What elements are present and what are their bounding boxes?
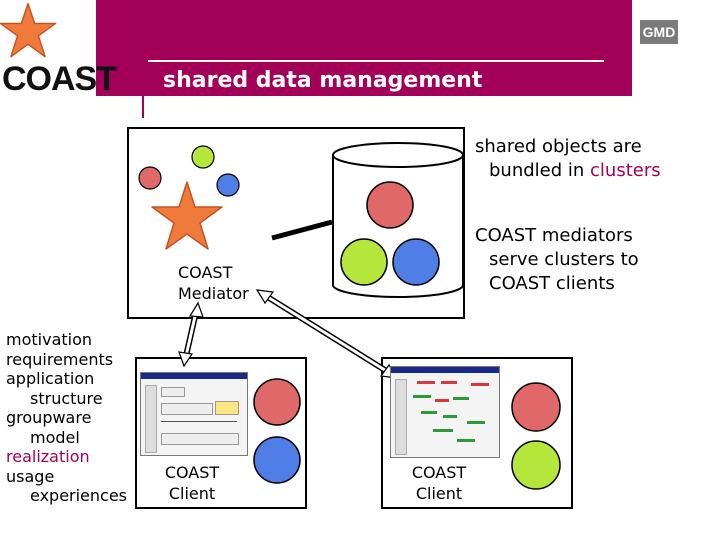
caption-bundled-accent: clusters <box>590 160 661 181</box>
arrow-mediator-client2 <box>255 289 399 379</box>
page-title: shared data management <box>163 68 483 93</box>
cluster-object-green <box>340 238 388 286</box>
nav-item-usage[interactable]: usage <box>6 466 55 486</box>
header-banner <box>96 0 632 96</box>
mediator-label: COAST Mediator <box>178 262 249 304</box>
ipsi-logo: IPSI <box>658 66 677 77</box>
starfish-logo-icon <box>0 2 57 58</box>
cluster-object-red <box>366 181 414 229</box>
arrow-mediator-client1 <box>178 301 204 368</box>
caption-bundled-line1: shared objects are <box>475 136 642 157</box>
client2-label-line2: Client <box>415 484 463 503</box>
nav-item-model[interactable]: model <box>30 427 80 447</box>
cluster-link <box>271 219 333 241</box>
coast-logo: COAST <box>2 60 117 98</box>
caption-mediators-line2: serve clusters to <box>489 249 639 270</box>
banner-rule <box>148 60 604 62</box>
shared-object-green <box>191 145 215 169</box>
nav-outline: motivation requirements application stru… <box>6 330 127 506</box>
mediator-label-line2: Mediator <box>178 284 249 303</box>
nav-item-requirements[interactable]: requirements <box>6 349 114 369</box>
nav-item-application[interactable]: application <box>6 369 95 388</box>
shared-object-red <box>138 166 162 190</box>
shared-object-blue <box>216 173 240 197</box>
client1-label: COAST Client <box>161 462 223 504</box>
client2-label: COAST Client <box>408 462 470 504</box>
caption-bundled: shared objects are bundled in clusters <box>475 135 661 183</box>
starfish-mediator-icon <box>151 181 223 250</box>
caption-mediators-line3: COAST clients <box>489 273 615 294</box>
gmd-logo-icon: GMD <box>640 20 678 44</box>
mediator-label-line1: COAST <box>178 263 233 282</box>
nav-item-groupware[interactable]: groupware <box>6 408 92 427</box>
client1-object-red <box>253 378 301 426</box>
caption-bundled-prefix: bundled in <box>489 160 591 181</box>
client2-object-green <box>511 440 561 490</box>
cluster-object-blue <box>392 238 440 286</box>
nav-item-structure[interactable]: structure <box>30 388 103 408</box>
nav-item-motivation[interactable]: motivation <box>6 330 93 349</box>
client2-label-line1: COAST <box>411 463 467 482</box>
caption-mediators: COAST mediators serve clusters to COAST … <box>475 224 639 296</box>
client1-label-line1: COAST <box>164 463 220 482</box>
client2-app-screenshot <box>390 366 500 458</box>
nav-item-experiences[interactable]: experiences <box>30 486 128 505</box>
caption-mediators-line1: COAST mediators <box>475 225 633 246</box>
client1-object-blue <box>253 436 301 484</box>
client2-object-red <box>511 382 561 432</box>
client1-app-screenshot <box>140 372 248 456</box>
client1-label-line2: Client <box>168 484 216 503</box>
banner-vertical-rule <box>142 60 144 118</box>
nav-item-realization[interactable]: realization <box>6 447 90 466</box>
